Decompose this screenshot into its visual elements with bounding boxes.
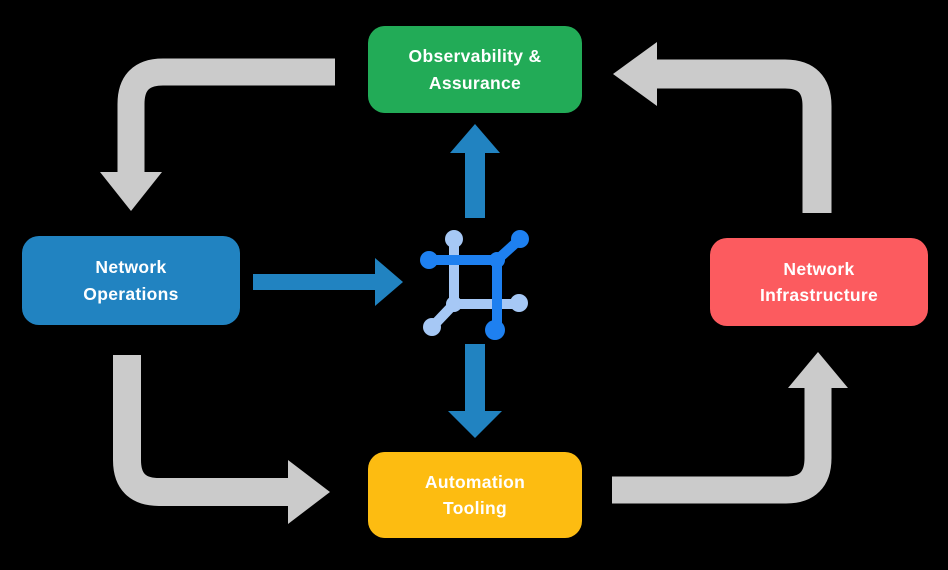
- node-network-operations: Network Operations: [22, 236, 240, 325]
- arrow-center-to-observability: [450, 124, 500, 218]
- arrow-infrastructure-to-observability: [613, 42, 832, 213]
- node-label-line: Assurance: [428, 72, 522, 93]
- node-network-infrastructure: Network Infrastructure: [710, 238, 928, 326]
- arrow-center-to-automation: [448, 344, 502, 438]
- node-label-line: Network: [95, 257, 167, 278]
- arrow-observability-to-operations: [100, 58, 335, 211]
- arrow-automation-to-infrastructure: [612, 352, 848, 504]
- node-label-line: Operations: [83, 283, 179, 304]
- node-label-line: Network: [783, 258, 855, 279]
- node-automation-tooling: Automation Tooling: [368, 452, 582, 538]
- arrow-operations-to-automation: [113, 355, 330, 524]
- node-label-line: Observability &: [408, 46, 542, 67]
- node-label-line: Tooling: [443, 498, 507, 518]
- arrow-operations-to-center: [253, 258, 403, 306]
- network-mesh-icon: [420, 230, 529, 340]
- node-observability-assurance: Observability & Assurance: [368, 26, 582, 113]
- node-label-line: Automation: [424, 471, 526, 492]
- node-label-line: Infrastructure: [760, 285, 878, 305]
